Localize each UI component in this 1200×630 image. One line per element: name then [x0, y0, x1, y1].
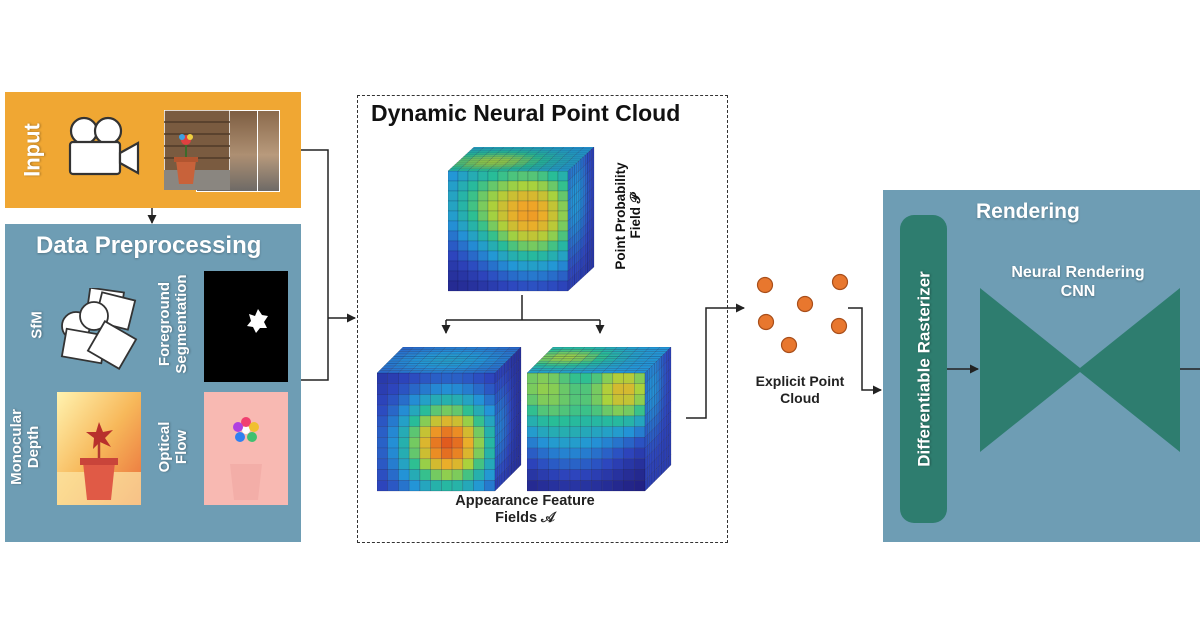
explicit-point-cloud	[756, 273, 849, 354]
appearance-feature-cube-1	[377, 347, 522, 492]
differentiable-rasterizer-label: Differentiable Rasterizer	[914, 271, 934, 467]
differentiable-rasterizer-bar	[900, 215, 947, 523]
probability-label-line1: Point Probability	[612, 162, 628, 270]
foreground-mask-image	[204, 271, 288, 382]
connector-preprocessing	[301, 318, 329, 381]
monocular-depth-image	[57, 392, 141, 505]
video-frame-1	[164, 110, 230, 190]
depth-label-line2: Depth	[25, 425, 42, 469]
cloud-point	[780, 336, 798, 354]
cloud-point	[756, 276, 774, 294]
foreground-label-line2: Segmentation	[173, 274, 190, 374]
depth-label-line1: Monocular	[8, 409, 26, 485]
sfm-label: SfM	[28, 311, 46, 339]
appearance-label-line2: Fields 𝒜	[495, 510, 555, 527]
rendering-title: Rendering	[976, 200, 1080, 223]
probability-label-line2: Field 𝒫	[628, 193, 643, 239]
cloud-point	[830, 317, 848, 335]
cloud-point	[796, 295, 814, 313]
sfm-cameras-icon	[60, 288, 138, 370]
appearance-feature-label: Appearance Feature Fields 𝒜	[425, 493, 625, 527]
video-camera-icon	[68, 116, 140, 176]
explicit-label-line1: Explicit Point	[755, 373, 845, 389]
foreground-segmentation-label: Foreground Segmentation	[156, 274, 191, 374]
dnpc-title: Dynamic Neural Point Cloud	[371, 100, 681, 126]
data-preprocessing-title: Data Preprocessing	[36, 232, 262, 259]
point-probability-label: Point Probability Field 𝒫	[613, 162, 643, 269]
explicit-label-line2: Cloud	[780, 389, 820, 406]
cnn-label-line2: CNN	[1060, 282, 1096, 300]
monocular-depth-label: Monocular Depth	[8, 409, 43, 485]
appearance-label-line1: Appearance Feature	[455, 493, 595, 509]
input-label: Input	[19, 123, 45, 177]
flow-label-line1: Optical	[156, 421, 174, 473]
neural-rendering-cnn-label: Neural Rendering CNN	[978, 264, 1178, 302]
appearance-feature-cube-2	[527, 347, 672, 492]
optical-flow-image	[204, 392, 288, 505]
connector-input	[301, 149, 329, 318]
cnn-label-line1: Neural Rendering	[1011, 264, 1145, 281]
cloud-point	[757, 313, 775, 331]
foreground-label-line1: Foreground	[156, 281, 174, 367]
explicit-point-cloud-label: Explicit Point Cloud	[735, 373, 865, 406]
optical-flow-label: Optical Flow	[156, 421, 191, 473]
neural-rendering-cnn-shape	[980, 288, 1180, 452]
cloud-point	[831, 273, 849, 291]
flow-label-line2: Flow	[173, 429, 190, 465]
point-probability-cube	[448, 147, 595, 292]
